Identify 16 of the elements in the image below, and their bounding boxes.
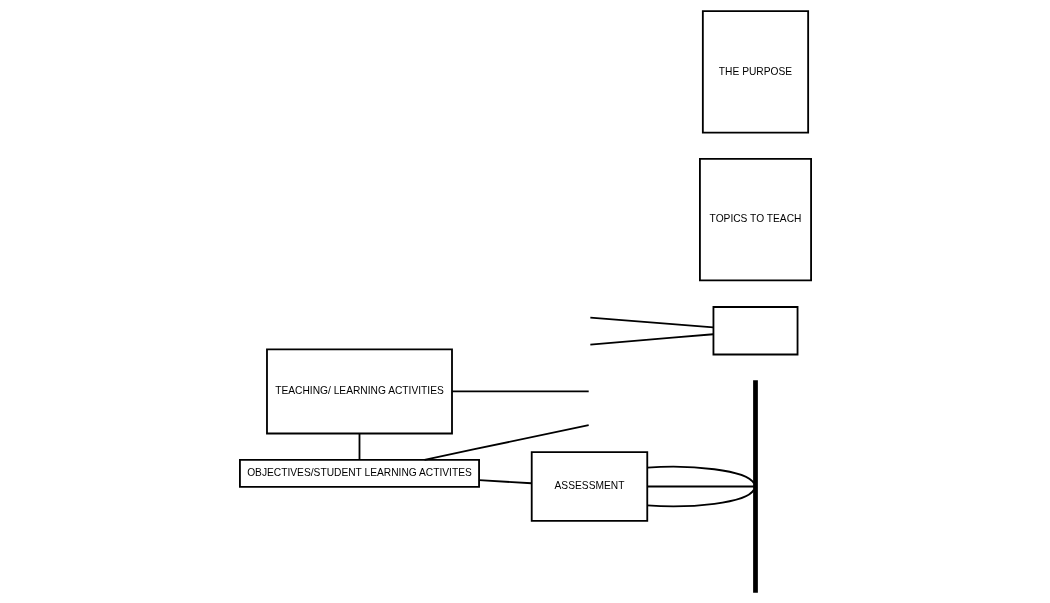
- node-box: OBJECTIVES/STUDENT LEARNING ACTIVITES: [238, 458, 480, 488]
- connector: [588, 333, 714, 346]
- node-bar: [752, 380, 758, 593]
- connector: [645, 465, 755, 485]
- connector: [588, 316, 714, 329]
- node-box: TEACHING/ LEARNING ACTIVITIES: [265, 348, 453, 435]
- connector: [477, 479, 532, 485]
- connector: [423, 424, 590, 461]
- node-box: THE PURPOSE: [701, 10, 809, 134]
- connector: [645, 488, 755, 508]
- node-box: TOPICS TO TEACH: [698, 158, 812, 282]
- node-box: [712, 306, 798, 356]
- connector: [645, 485, 755, 488]
- connector: [450, 390, 590, 393]
- connector: [358, 432, 360, 461]
- node-box: ASSESSMENT: [530, 451, 648, 522]
